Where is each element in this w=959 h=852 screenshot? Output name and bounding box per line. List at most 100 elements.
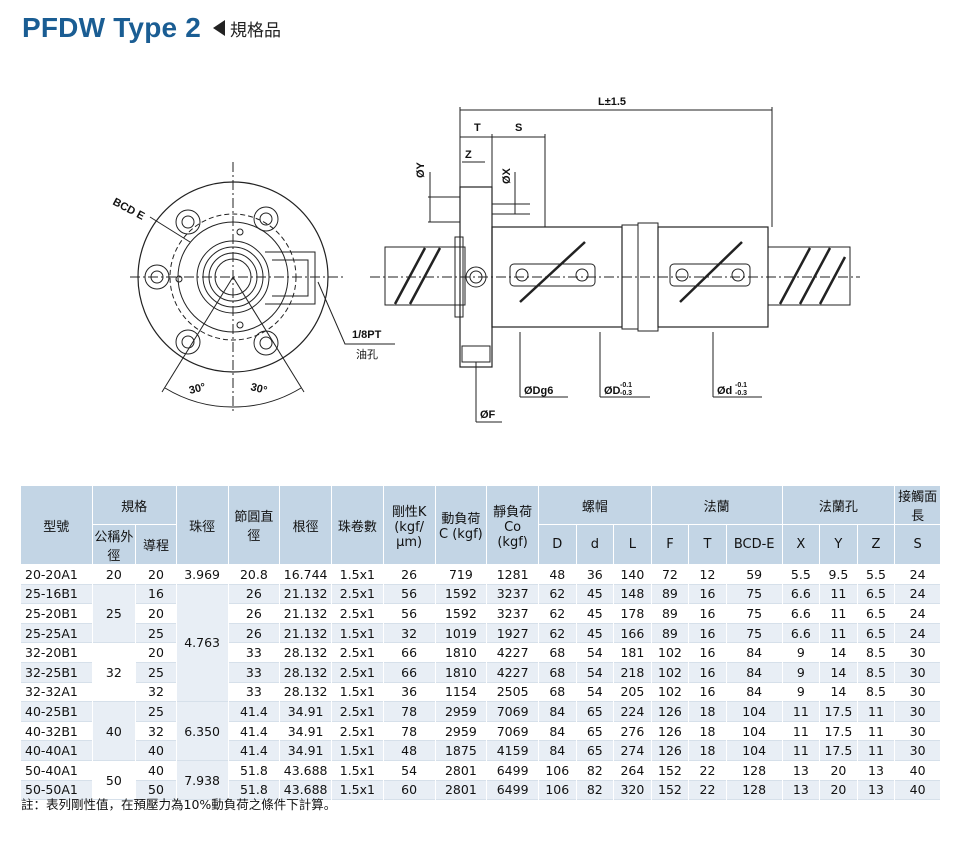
table-cell: 45 [576, 584, 615, 604]
table-cell: 13 [782, 760, 821, 781]
D-tolerance-bottom: -0.3 [620, 390, 632, 397]
flange-end-view [130, 162, 395, 412]
footnote: 註：表列剛性值，在預壓力為10%動負荷之條件下計算。 [21, 797, 337, 812]
table-cell: 24 [894, 564, 941, 585]
table-cell: 32 [135, 682, 177, 702]
table-cell: 11 [857, 721, 896, 741]
table-cell: 14 [819, 662, 858, 683]
table-cell: 16 [688, 682, 727, 702]
table-cell: 1019 [435, 623, 488, 643]
table-cell: 36 [576, 564, 615, 585]
table-cell: 32 [383, 623, 436, 643]
table-cell: 45 [576, 603, 615, 624]
table-cell: 13 [857, 760, 896, 781]
table-cell: 6499 [486, 760, 539, 781]
y-label: ØY [415, 161, 427, 178]
col-ball-dia: 珠徑 [176, 486, 229, 565]
table-cell: 41.4 [228, 721, 281, 741]
table-cell: 11 [819, 584, 858, 604]
angle-right-label: 30° [249, 381, 268, 397]
col-nut: 螺帽 [538, 486, 652, 525]
table-cell: 1.5x1 [331, 623, 384, 643]
col-X: X [782, 524, 821, 565]
table-cell: 6.5 [857, 603, 896, 624]
table-cell: 1875 [435, 740, 488, 761]
col-pitch-dia: 節圓直徑 [228, 486, 281, 565]
table-cell: 16 [688, 623, 727, 643]
table-cell: 2801 [435, 780, 488, 800]
table-cell: 68 [538, 662, 577, 683]
col-Y: Y [819, 524, 858, 565]
side-view [370, 107, 860, 423]
table-cell: 40 [135, 760, 177, 781]
table-cell: 4.763 [176, 584, 229, 702]
table-cell: 82 [576, 780, 615, 800]
col-fit-length: 接觸面長 [894, 486, 941, 525]
table-cell: 320 [613, 780, 652, 800]
table-cell: 65 [576, 740, 615, 761]
table-cell: 30 [894, 721, 941, 741]
table-cell: 89 [651, 603, 690, 624]
table-cell: 3237 [486, 584, 539, 604]
table-cell: 1281 [486, 564, 539, 585]
table-cell: 30 [894, 642, 941, 663]
table-cell: 5.5 [857, 564, 896, 585]
table-cell: 2.5x1 [331, 662, 384, 683]
t-label: T [474, 122, 481, 134]
table-cell: 11 [782, 740, 821, 761]
col-root-dia: 根徑 [279, 486, 332, 565]
table-cell: 6.6 [782, 584, 821, 604]
table-cell: 78 [383, 701, 436, 722]
page-subtitle: 規格品 [230, 20, 282, 41]
table-cell: 72 [651, 564, 690, 585]
col-d: d [576, 524, 615, 565]
col-D: D [538, 524, 577, 565]
table-cell: 2.5x1 [331, 701, 384, 722]
s-label: S [515, 122, 522, 134]
table-cell: 25 [135, 662, 177, 683]
table-cell: 65 [576, 701, 615, 722]
d-label: Ød [717, 385, 732, 397]
D-tolerance-top: -0.1 [620, 382, 632, 389]
length-label: L±1.5 [598, 96, 626, 108]
pt-label: 1/8PT [352, 329, 382, 341]
table-cell: 6.350 [176, 701, 229, 761]
col-turns: 珠卷數 [331, 486, 384, 565]
table-cell: 24 [894, 603, 941, 624]
table-cell: 26 [383, 564, 436, 585]
table-cell: 25-25A1 [21, 623, 93, 643]
table-cell: 8.5 [857, 662, 896, 683]
table-cell: 2.5x1 [331, 603, 384, 624]
col-flange: 法蘭 [651, 486, 783, 525]
table-cell: 719 [435, 564, 488, 585]
col-spec: 規格 [92, 486, 177, 525]
table-cell: 25-16B1 [21, 584, 93, 604]
table-cell: 54 [576, 662, 615, 683]
table-cell: 75 [726, 603, 783, 624]
table-cell: 20 [135, 603, 177, 624]
table-cell: 26 [228, 584, 281, 604]
table-cell: 50-50A1 [21, 780, 93, 800]
table-cell: 9 [782, 662, 821, 683]
table-cell: 28.132 [279, 682, 332, 702]
table-cell: 84 [538, 740, 577, 761]
col-static-load: 靜負荷 Co (kgf) [486, 486, 539, 565]
table-cell: 1.5x1 [331, 564, 384, 585]
table-cell: 51.8 [228, 780, 281, 800]
table-cell: 82 [576, 760, 615, 781]
oil-hole-label: 油孔 [356, 347, 378, 361]
table-cell: 32 [135, 721, 177, 741]
table-cell: 20.8 [228, 564, 281, 585]
angle-left-label: 30° [188, 381, 207, 397]
table-cell: 7069 [486, 721, 539, 741]
table-cell: 7.938 [176, 760, 229, 800]
table-cell: 1810 [435, 642, 488, 663]
table-cell: 20 [92, 564, 137, 585]
